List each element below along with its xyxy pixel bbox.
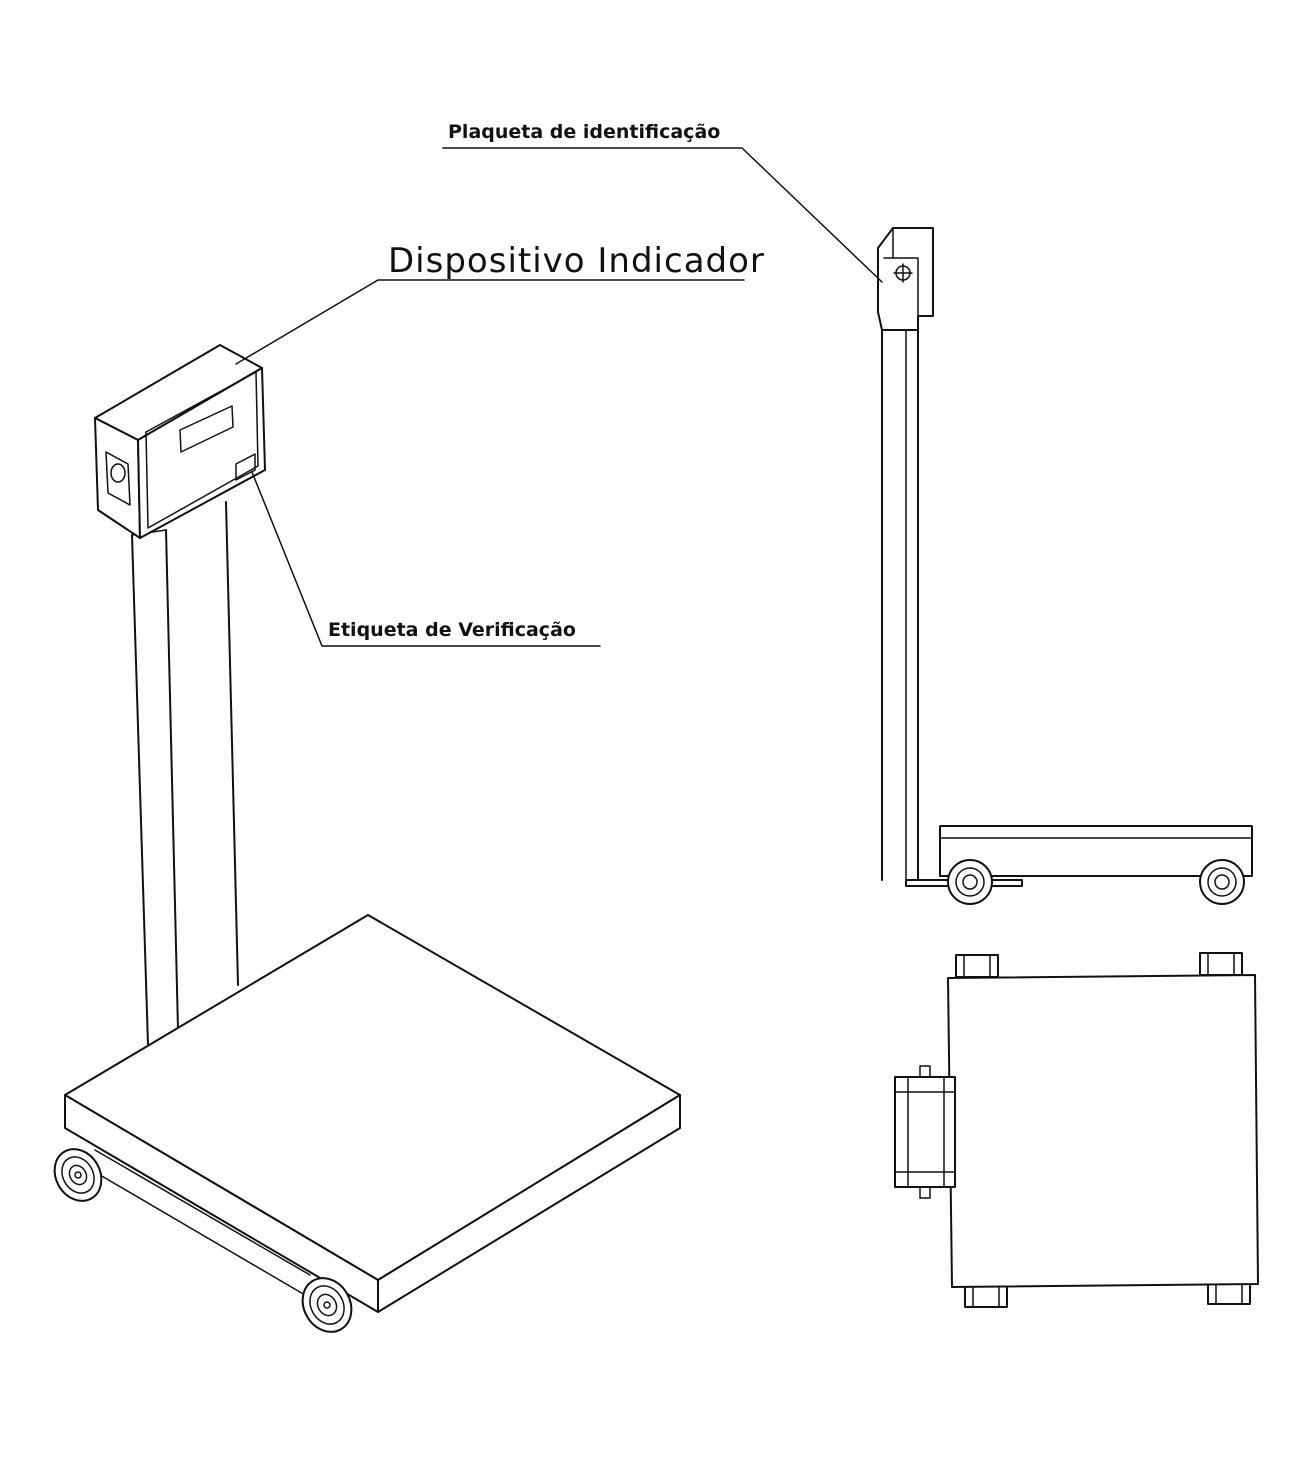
- label-verification-tag: Etiqueta de Verificação: [328, 619, 576, 641]
- side-platform: [939, 825, 1253, 877]
- top-wheel-bottom-left: [964, 1284, 1008, 1308]
- label-identification-plate: Plaqueta de identificação: [448, 121, 720, 143]
- top-indicator: [894, 1065, 956, 1199]
- top-view: [894, 952, 1259, 1308]
- iso-platform: [64, 914, 681, 1313]
- side-view: [877, 227, 1253, 905]
- iso-indicator-box: [94, 344, 266, 539]
- leader-verification-tag: [251, 471, 601, 647]
- top-wheel-bottom-right: [1207, 1281, 1251, 1305]
- side-wheel-left: [947, 859, 993, 905]
- top-wheel-top-left: [955, 954, 999, 978]
- top-wheel-top-right: [1199, 952, 1243, 976]
- iso-wheel-front-right: [301, 1277, 353, 1333]
- side-wheel-right: [1199, 859, 1245, 905]
- side-column: [881, 329, 1023, 887]
- side-indicator-head: [877, 227, 934, 331]
- leader-indicator-device: [235, 279, 745, 365]
- label-indicator-device: Dispositivo Indicador: [388, 241, 765, 281]
- leader-identification-plate: [442, 147, 883, 283]
- iso-column: [131, 501, 239, 1046]
- isometric-view: [53, 344, 681, 1333]
- top-platform: [947, 974, 1259, 1288]
- iso-wheel-front-left: [53, 1148, 103, 1202]
